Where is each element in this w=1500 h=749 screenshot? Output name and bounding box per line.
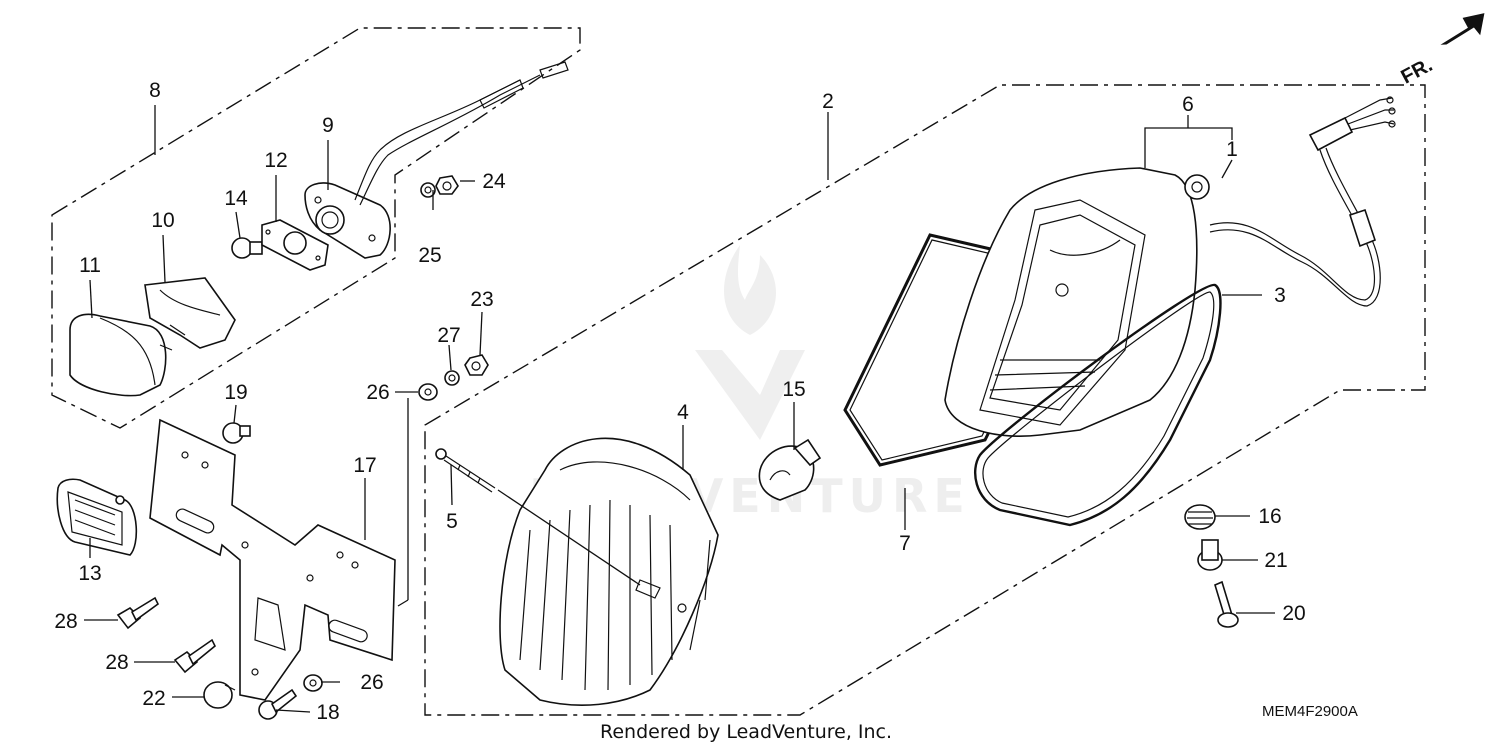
gasket-12 [261,219,329,271]
leader-lines [84,105,1275,713]
tail-light-lens-4 [499,437,719,706]
callout-9: 9 [322,114,334,137]
bolt-28-upper [116,596,160,630]
bolt-20 [1214,580,1239,628]
callout-27: 27 [437,324,460,347]
bulb-15 [758,438,822,501]
cap-22 [203,681,236,709]
washer-26-top [418,383,438,401]
callout-16: 16 [1258,505,1281,528]
base-gasket-3 [973,283,1222,527]
tail-light-base-6 [944,167,1198,438]
callout-28-upper: 28 [54,610,77,633]
callout-28-lower: 28 [105,651,128,674]
license-light-lens-11 [69,313,173,397]
callout-23: 23 [470,288,493,311]
callout-25: 25 [418,244,441,267]
washer-26-bottom [303,674,323,692]
callout-26-top: 26 [366,381,389,404]
grommet-16 [1184,504,1216,530]
socket-assembly-9 [304,61,569,259]
license-bracket [149,418,396,701]
tail-light-wiring [1209,96,1396,307]
callout-12: 12 [264,149,287,172]
callout-26-bottom: 26 [360,671,383,694]
callout-17: 17 [353,454,376,477]
nut-23 [464,354,489,376]
assembly-outlines [51,27,1426,716]
collar-21 [1197,539,1223,571]
callout-14: 14 [224,187,248,210]
taillight-assembly-outline [424,84,1426,716]
callout-8: 8 [149,79,161,102]
screw-5-path [497,489,641,586]
footer-credit: Rendered by LeadVenture, Inc. [600,721,892,743]
callout-10: 10 [151,209,174,232]
washer-25 [420,182,436,198]
license-light-case-10 [144,277,236,349]
callout-11: 11 [79,254,101,277]
nut-24 [435,175,459,195]
grommet-19 [222,422,251,444]
fr-label: FR. [1398,54,1437,89]
callout-5: 5 [446,510,458,533]
callout-4: 4 [677,401,689,424]
callout-1: 1 [1226,138,1238,161]
screw-18 [258,688,298,720]
callout-18: 18 [316,701,339,724]
callout-6: 6 [1182,93,1194,116]
license-light-assembly-outline [51,27,581,429]
callout-20: 20 [1282,602,1305,625]
callout-2: 2 [822,90,834,113]
callout-21: 21 [1264,549,1287,572]
callout-13: 13 [78,562,101,585]
callout-7: 7 [899,532,911,555]
callout-24: 24 [482,170,506,193]
callouts: 8 9 12 14 10 11 25 24 23 27 26 19 17 13 … [54,79,1305,724]
grommet-1 [1184,174,1210,200]
reflector-13 [56,478,138,556]
screw-5 [435,448,496,493]
callout-3: 3 [1274,284,1286,307]
diagram-code: MEM4F2900A [1262,703,1358,720]
callout-22: 22 [142,687,165,710]
bulb-14 [231,237,263,259]
bolt-28-lower [173,638,217,674]
callout-19: 19 [224,381,247,404]
callout-15: 15 [782,378,805,401]
front-direction-arrow: FR. [1398,13,1485,89]
washer-27 [444,370,460,386]
